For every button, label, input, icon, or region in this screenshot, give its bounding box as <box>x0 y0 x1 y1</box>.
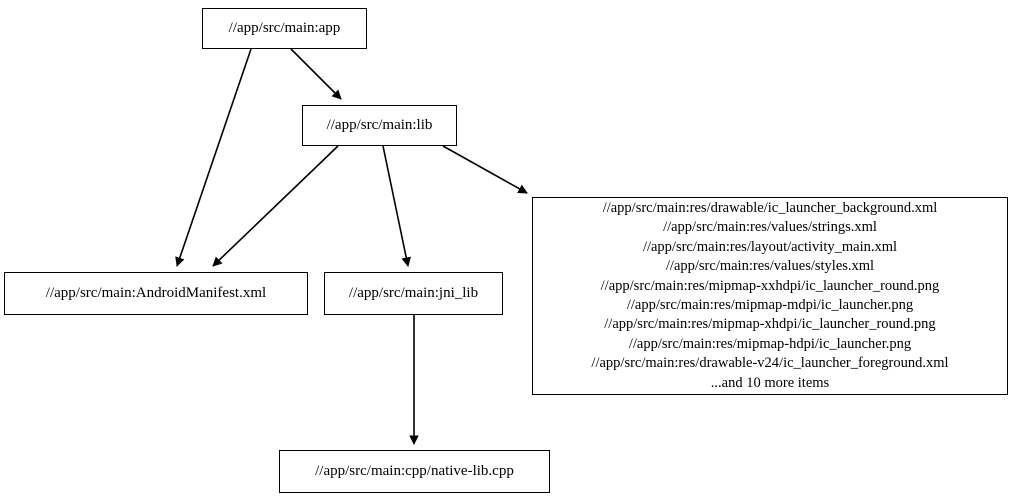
edge-lib-to-manifest <box>212 145 339 267</box>
node-resources[interactable]: //app/src/main:res/drawable/ic_launcher_… <box>532 197 1008 395</box>
node-jni-lib-label: //app/src/main:jni_lib <box>348 285 479 301</box>
node-jni-lib[interactable]: //app/src/main:jni_lib <box>324 272 503 315</box>
node-native-lib-cpp-label: //app/src/main:cpp/native-lib.cpp <box>315 463 514 479</box>
node-android-manifest[interactable]: //app/src/main:AndroidManifest.xml <box>4 272 308 315</box>
node-resources-label: //app/src/main:res/drawable/ic_launcher_… <box>591 199 949 391</box>
edge-app-to-manifest <box>175 48 252 267</box>
edge-lib-to-jni-lib <box>382 145 411 267</box>
node-lib[interactable]: //app/src/main:lib <box>302 105 457 146</box>
node-lib-label: //app/src/main:lib <box>326 117 433 133</box>
node-app-label: //app/src/main:app <box>228 20 341 36</box>
edge-app-to-lib <box>290 48 342 100</box>
node-app[interactable]: //app/src/main:app <box>202 8 367 49</box>
node-native-lib-cpp[interactable]: //app/src/main:cpp/native-lib.cpp <box>279 450 550 493</box>
edge-lib-to-resources <box>442 145 528 194</box>
node-android-manifest-label: //app/src/main:AndroidManifest.xml <box>45 285 267 301</box>
